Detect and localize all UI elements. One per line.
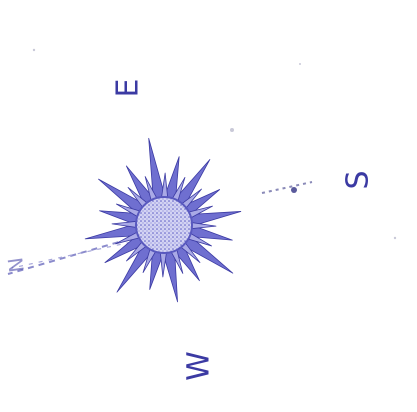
- south-tick: [262, 182, 312, 193]
- compass-label-south: S: [341, 170, 376, 189]
- paper-specks: [33, 49, 396, 239]
- compass-label-west: W: [182, 351, 217, 381]
- compass-label-east: E: [111, 79, 146, 98]
- compass-center-disc: [136, 197, 192, 253]
- compass-label-north: N: [3, 256, 29, 274]
